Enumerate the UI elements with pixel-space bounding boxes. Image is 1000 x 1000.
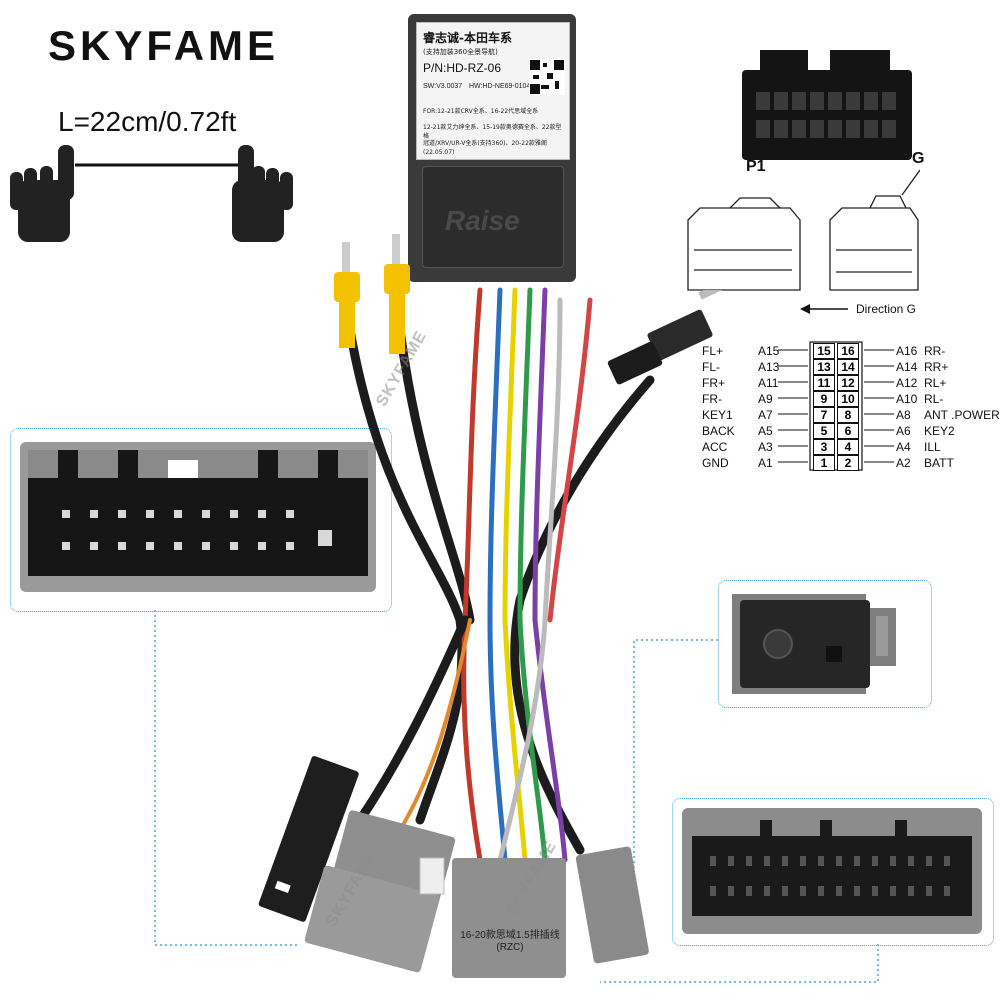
g-line-drawing [829,169,920,291]
pin-id: A13 [758,360,780,374]
pin-id: A3 [758,440,773,454]
decoder-module: 睿志诚-本田车系 (支持加装360全景导航) P/N:HD-RZ-06 SW:V… [408,14,576,282]
pin-number: 1 [813,455,835,471]
pin-id: A9 [758,392,773,406]
pin-name: KEY1 [702,408,733,422]
p1-label: P1 [746,158,766,175]
rca-connectors [334,234,410,354]
left-connector-frame [10,428,392,612]
pin-name: RL+ [924,376,947,390]
raise-logo: Raise [445,205,520,236]
pin-name: FR- [702,392,722,406]
pin-id: A2 [896,456,911,470]
pin-id: A15 [758,344,780,358]
direction-label: Direction G [856,302,917,316]
module-hw: HW:HD-NE69-0104 [469,83,531,90]
module-sw: SW:V3.0037 [423,83,463,90]
gray-plug-2 [452,858,566,978]
brand-logo: SKYFAME [48,22,280,69]
pin-number: 3 [813,439,835,455]
pin-number: 16 [837,343,859,359]
pin-id: A14 [896,360,918,374]
module-compat-3: 冠道/XRV/UR-V全系(支持360)、20-22款雅阁(22.05.07) [423,140,547,156]
pin-number: 13 [813,359,835,375]
module-label-sticker: 睿志诚-本田车系 (支持加装360全景导航) P/N:HD-RZ-06 SW:V… [416,22,570,160]
module-part-number: P/N:HD-RZ-06 [423,61,502,75]
pin-number: 4 [837,439,859,455]
module-compat-1: FOR:12-21款CRV全系、16-22代思域全系 [423,108,539,115]
p1-line-drawing [687,197,801,291]
p1-connector [742,50,912,160]
harness-connector-left [20,442,376,592]
pin-id: A5 [758,424,773,438]
length-label: L=22cm/0.72ft [58,106,237,137]
qr-code-icon [529,59,565,95]
length-indicator [10,145,293,242]
pin-name: ILL [924,440,941,454]
module-lower-panel: Raise [422,166,564,268]
pin-number: 11 [813,375,835,391]
pin-number: 2 [837,455,859,471]
pinout-diagram: FL+ A15 15 FL- A13 13 FR+ A11 11 FR- A9 … [700,340,1000,480]
pin-id: A16 [896,344,918,358]
right-connector-frame [672,798,994,946]
pin-name: RR- [924,344,946,358]
rca-plug-right [384,234,410,354]
module-compat-2: 12-21款艾力绅全系、15-19款奥德赛全系、22款型格 [423,124,562,140]
pin-number: 9 [813,391,835,407]
connector-line-drawings [687,50,920,291]
pin-id: A8 [896,408,911,422]
pin-number: 15 [813,343,835,359]
direction-arrow-icon [800,304,848,314]
pin-id: A12 [896,376,918,390]
pin-name: FL+ [702,344,724,358]
hand-pointing-icon [232,145,293,242]
pin-name: RL- [924,392,944,406]
pin-number: 8 [837,407,859,423]
pin-id: A4 [896,440,911,454]
pin-name: FR+ [702,376,726,390]
white-mini-plug [419,857,445,895]
pin-id: A11 [758,376,779,390]
pin-name: FL- [702,360,720,374]
pin-number: 7 [813,407,835,423]
pin-id: A1 [758,456,773,470]
pin-number: 6 [837,423,859,439]
module-title: 睿志诚-本田车系 [423,31,512,45]
pin-id: A6 [896,424,911,438]
pin-number: 14 [837,359,859,375]
pin-id: A7 [758,408,773,422]
gray-plug-3 [575,846,649,964]
hand-pointing-icon [10,145,74,242]
pin-name: ACC [702,440,728,454]
pin-name: BATT [924,456,954,470]
harness-connector-right [682,808,982,934]
pin-name: RR+ [924,360,949,374]
cable-tag: 16-20款思域1.5排插线 (RZC) [460,930,560,953]
antenna-connector [732,594,896,694]
antenna-connector-frame [718,580,932,708]
pin-name: ANT .POWER [924,408,1000,422]
pin-name: BACK [702,424,735,438]
antenna-plug [607,290,766,385]
pin-number: 12 [837,375,859,391]
bottom-plugs [258,756,649,978]
pin-number: 10 [837,391,859,407]
g-label: G [912,150,925,167]
pin-name: KEY2 [924,424,955,438]
pin-id: A10 [896,392,918,406]
pin-number: 5 [813,423,835,439]
pin-name: GND [702,456,729,470]
black-plug [258,756,359,922]
pinout-leaders [778,341,894,471]
rca-plug-left [334,242,360,348]
module-subtitle: (支持加装360全景导航) [423,48,498,56]
